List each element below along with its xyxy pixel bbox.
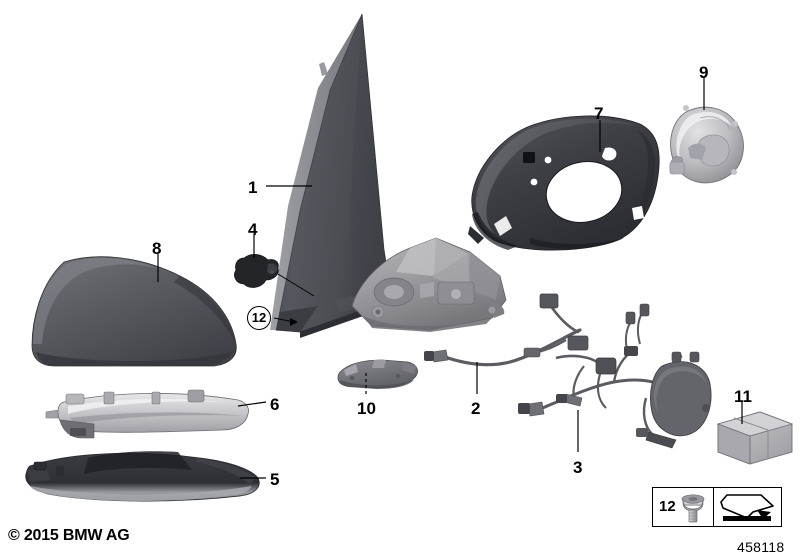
part-10-mounting-bracket <box>337 359 418 389</box>
callout-label-3: 3 <box>573 458 583 477</box>
callout-label-5: 5 <box>270 470 280 489</box>
callout-label-4: 4 <box>248 220 258 239</box>
legend-box: 12 <box>652 487 782 527</box>
callout-label-12-circled: 12 <box>247 306 271 330</box>
legend-number: 12 <box>659 498 676 515</box>
part-5-lower-mirror-trim <box>25 451 260 502</box>
part-3-wiring-harness-long <box>518 303 712 449</box>
callout-label-7: 7 <box>594 104 604 123</box>
part-8-mirror-cover-cap <box>31 256 237 367</box>
part-7-mirror-housing-frame <box>468 115 660 251</box>
leader-lines <box>157 78 743 479</box>
part-6-turn-signal-light <box>45 389 249 439</box>
callout-label-11: 11 <box>734 387 752 406</box>
hex-flange-bolt-icon <box>681 494 705 523</box>
copyright-notice: © 2015 BMW AG <box>8 527 130 544</box>
leader-6 <box>237 401 267 407</box>
callout-label-10: 10 <box>357 399 376 418</box>
assembly-direction-arrow-icon <box>720 494 774 521</box>
part-11-repair-kit-box <box>716 411 794 465</box>
part-9-mirror-glass-actuator <box>669 105 744 184</box>
leader-line-12 <box>273 317 298 326</box>
legend-divider <box>713 488 715 526</box>
part-2-wiring-harness-short <box>424 293 589 367</box>
mirror-base-mechanism <box>351 237 507 332</box>
callout-label-9: 9 <box>699 63 709 82</box>
leader-line-4-to-part <box>277 273 315 297</box>
callout-label-2: 2 <box>471 399 481 418</box>
diagram-part-number: 458118 <box>737 539 785 555</box>
callout-label-8: 8 <box>152 239 162 258</box>
callout-label-6: 6 <box>270 395 280 414</box>
part-4-rubber-grommet <box>234 254 279 288</box>
callout-label-1: 1 <box>248 178 258 197</box>
